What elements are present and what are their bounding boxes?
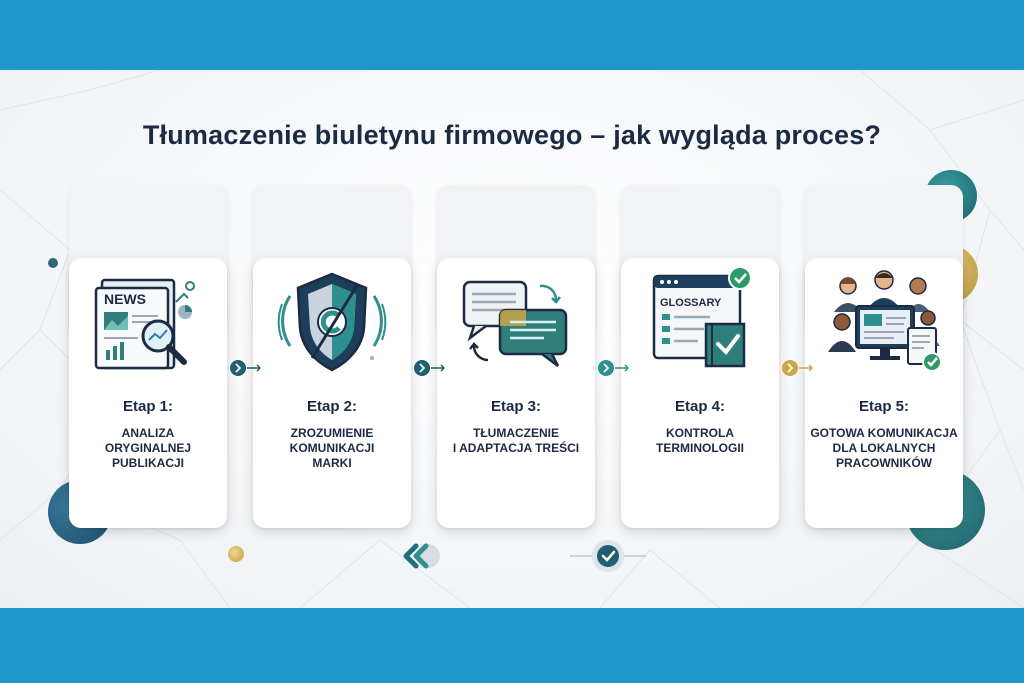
step-card-2: Etap 2: ZROZUMIENIE KOMUNIKACJI MARKI xyxy=(253,258,411,528)
connector-arrow-1-2 xyxy=(230,360,262,376)
step-card-5: Etap 5: GOTOWA KOMUNIKACJA DLA LOKALNYCH… xyxy=(805,258,963,528)
check-circle-icon xyxy=(570,540,646,572)
step-5-label: Etap 5: xyxy=(858,398,909,415)
speech-bubbles-icon xyxy=(462,280,568,367)
step-2-label: Etap 2: xyxy=(306,398,357,415)
connector-arrow-2-3 xyxy=(414,360,446,376)
step-3-description: TŁUMACZENIE I ADAPTACJA TREŚCI xyxy=(452,426,580,455)
step-5-description: GOTOWA KOMUNIKACJA DLA LOKALNYCH PRACOWN… xyxy=(810,426,958,470)
team-monitor-icon xyxy=(828,270,942,372)
step-1-label: Etap 1: xyxy=(122,398,173,415)
step-card-3: Etap 3: TŁUMACZENIE I ADAPTACJA TREŚCI xyxy=(437,258,595,528)
deco-dot-left xyxy=(48,258,58,268)
step-card-1: NEWS Etap 1: ANALIZA ORYGINALNEJ PUBLIKA… xyxy=(69,258,227,528)
connector-arrow-3-4 xyxy=(598,360,630,376)
bottom-band xyxy=(0,608,1024,683)
glossary-book-icon: GLOSSARY xyxy=(652,266,752,368)
infographic-canvas: Tłumaczenie biuletynu firmowego – jak wy… xyxy=(0,70,1024,608)
step-2-description: ZROZUMIENIE KOMUNIKACJI MARKI xyxy=(289,426,375,470)
step-1-description: ANALIZA ORYGINALNEJ PUBLIKACJI xyxy=(104,426,192,470)
page-title: Tłumaczenie biuletynu firmowego – jak wy… xyxy=(142,120,882,150)
brand-shield-icon xyxy=(277,272,387,372)
glossary-badge: GLOSSARY xyxy=(660,297,722,309)
connector-arrow-4-5 xyxy=(782,360,814,376)
chevrons-left-icon xyxy=(403,543,440,569)
step-4-label: Etap 4: xyxy=(674,398,725,415)
newspaper-magnifier-icon: NEWS xyxy=(94,278,195,370)
step-4-description: KONTROLA TERMINOLOGII xyxy=(656,426,744,455)
top-band xyxy=(0,0,1024,70)
step-card-4: GLOSSARY Etap 4: KONTROLA TERMINOLOGII xyxy=(621,258,779,528)
deco-dot-gold-bottom xyxy=(228,546,244,562)
news-badge: NEWS xyxy=(104,291,146,307)
step-3-label: Etap 3: xyxy=(490,398,541,415)
